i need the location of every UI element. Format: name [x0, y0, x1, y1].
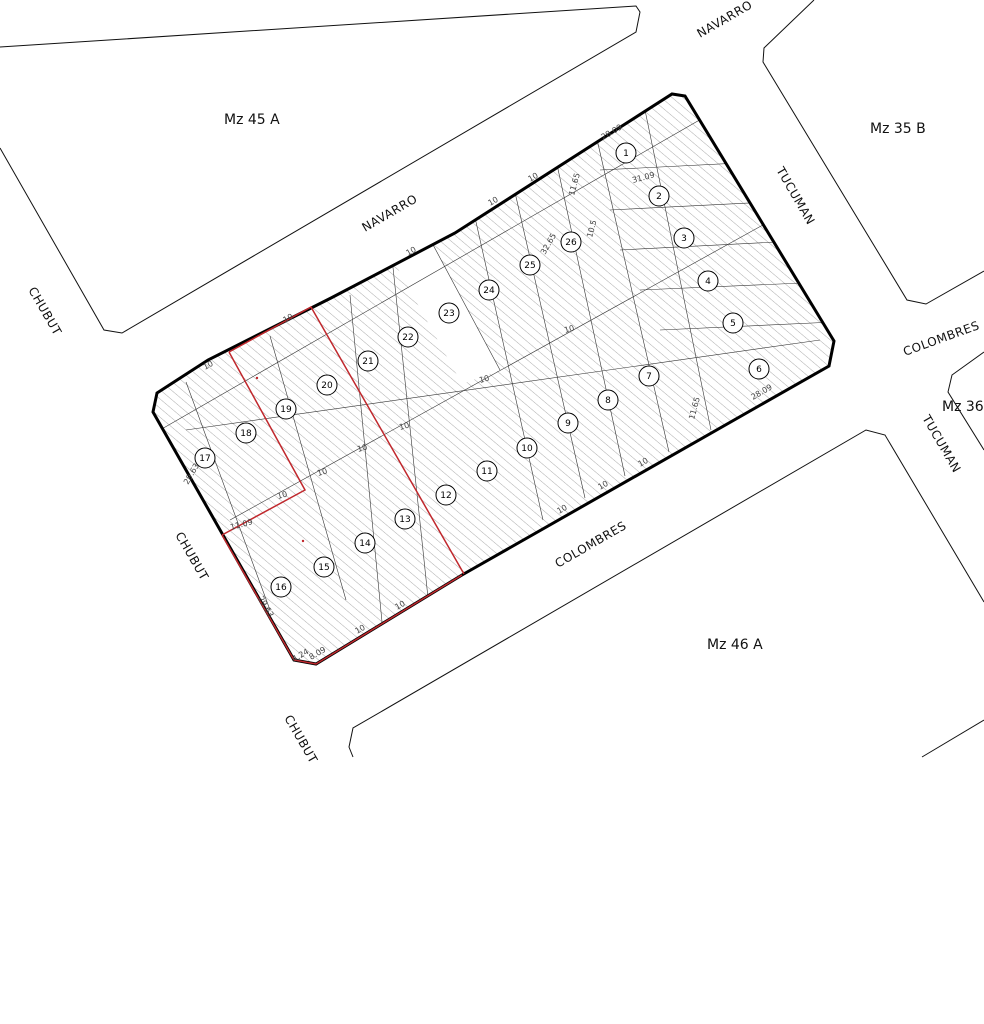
lot-number: 20: [321, 381, 333, 391]
lot-number: 5: [730, 319, 736, 329]
lot-number: 8: [605, 396, 611, 406]
lot-marker[interactable]: 25: [519, 254, 541, 276]
red-marker: [255, 376, 259, 380]
lot-marker[interactable]: 4: [697, 270, 719, 292]
block-mz35b-outline: [762, 0, 984, 305]
lot-marker[interactable]: 12: [435, 484, 457, 506]
dimension-label: 10: [556, 503, 569, 516]
dimension-label: 10: [398, 421, 410, 432]
main-block: [151, 92, 836, 666]
dimension-label: 10.5: [585, 219, 598, 239]
block-mz36-outline: [947, 351, 984, 451]
lot-marker[interactable]: 14: [354, 532, 376, 554]
street-label-colombres-right: COLOMBRES: [901, 318, 981, 359]
lot-marker[interactable]: 2: [648, 185, 670, 207]
lot-marker[interactable]: 5: [722, 312, 744, 334]
lot-number: 13: [399, 515, 410, 525]
lot-markers: 1 2 3 4 5 6 7 8 9 10 11 12 13 14 15 16 1…: [194, 142, 770, 598]
dimension-label: 10: [394, 599, 407, 612]
street-label-navarro: NAVARRO: [360, 192, 420, 235]
lot-number: 17: [199, 454, 210, 464]
lot-marker[interactable]: 16: [270, 576, 292, 598]
dimension-label: 10: [282, 312, 295, 325]
lot-marker[interactable]: 1: [615, 142, 637, 164]
dimension-label: 10: [637, 456, 650, 469]
lot-marker[interactable]: 10: [516, 437, 538, 459]
lot-number: 1: [623, 149, 629, 159]
dimension-label: 10: [316, 467, 328, 478]
street-label-chubut-top: CHUBUT: [25, 285, 64, 339]
lot-number: 26: [565, 238, 577, 248]
street-label-navarro-top: NAVARRO: [695, 0, 755, 41]
block-label-mz45a: Mz 45 A: [224, 112, 280, 128]
block-bottom-right-outline: [921, 719, 984, 758]
dimension-label: 10: [563, 324, 575, 335]
lot-marker[interactable]: 6: [748, 358, 770, 380]
block-mz45a-outline: [0, 5, 641, 334]
lot-number: 7: [646, 372, 652, 382]
dimension-label: 10: [356, 443, 368, 454]
lot-number: 3: [681, 234, 687, 244]
lot-marker[interactable]: 26: [560, 231, 582, 253]
street-label-colombres: COLOMBRES: [553, 518, 629, 570]
lot-marker[interactable]: 20: [316, 374, 338, 396]
lot-number: 21: [362, 357, 373, 367]
street-label-chubut-bottom: CHUBUT: [281, 713, 320, 767]
lot-marker[interactable]: 13: [394, 508, 416, 530]
dimension-label: 10: [405, 245, 418, 258]
lot-number: 9: [565, 419, 571, 429]
lot-marker[interactable]: 17: [194, 447, 216, 469]
lot-marker[interactable]: 24: [478, 279, 500, 301]
lot-number: 14: [359, 539, 371, 549]
lot-number: 22: [402, 333, 413, 343]
block-label-mz46a: Mz 46 A: [707, 637, 763, 653]
dimension-label: 10: [354, 623, 367, 636]
lot-marker[interactable]: 7: [638, 365, 660, 387]
lot-number: 15: [318, 563, 329, 573]
block-label-mz36: Mz 36: [942, 399, 984, 415]
lot-number: 24: [483, 286, 495, 296]
lot-number: 10: [521, 444, 533, 454]
parcel-boundary-c: [221, 534, 463, 665]
dimension-label: 10: [202, 359, 215, 372]
lot-number: 16: [275, 583, 287, 593]
lot-marker[interactable]: 8: [597, 389, 619, 411]
lot-number: 11: [481, 467, 492, 477]
red-marker: [301, 539, 305, 543]
street-label-chubut: CHUBUT: [172, 530, 211, 584]
lot-number: 2: [656, 192, 662, 202]
lot-marker[interactable]: 21: [357, 350, 379, 372]
dimension-label: 10: [478, 374, 490, 385]
lot-marker[interactable]: 18: [235, 422, 257, 444]
street-label-tucuman: TUCUMAN: [773, 164, 818, 228]
lot-marker[interactable]: 9: [557, 412, 579, 434]
highlighted-parcel: [221, 305, 465, 665]
street-label-tucuman-lower: TUCUMAN: [919, 412, 964, 476]
main-block-fill: [153, 94, 834, 664]
lot-marker[interactable]: 19: [275, 398, 297, 420]
lot-marker[interactable]: 22: [397, 326, 419, 348]
block-mz46a-outline: [348, 429, 984, 758]
block-label-mz35b: Mz 35 B: [870, 121, 926, 137]
lot-marker[interactable]: 3: [673, 227, 695, 249]
lot-marker[interactable]: 11: [476, 460, 498, 482]
dimension-label: 10: [597, 479, 610, 492]
lot-number: 18: [240, 429, 252, 439]
lot-number: 19: [280, 405, 292, 415]
dimension-label: 10: [527, 171, 540, 184]
dimension-label: 10: [487, 195, 500, 208]
parcel-boundary-b: [221, 351, 307, 536]
parcel-boundary-a: [228, 305, 465, 575]
dimension-label: 10: [276, 490, 288, 501]
lot-number: 12: [440, 491, 451, 501]
lot-marker[interactable]: 23: [438, 302, 460, 324]
lot-marker[interactable]: 15: [313, 556, 335, 578]
block-labels: Mz 45 A Mz 35 B Mz 46 A Mz 36: [224, 112, 984, 653]
lot-number: 23: [443, 309, 454, 319]
lot-number: 4: [705, 277, 711, 287]
lot-number: 6: [756, 365, 762, 375]
block-outlines: [0, 0, 984, 758]
lot-number: 25: [524, 261, 535, 271]
